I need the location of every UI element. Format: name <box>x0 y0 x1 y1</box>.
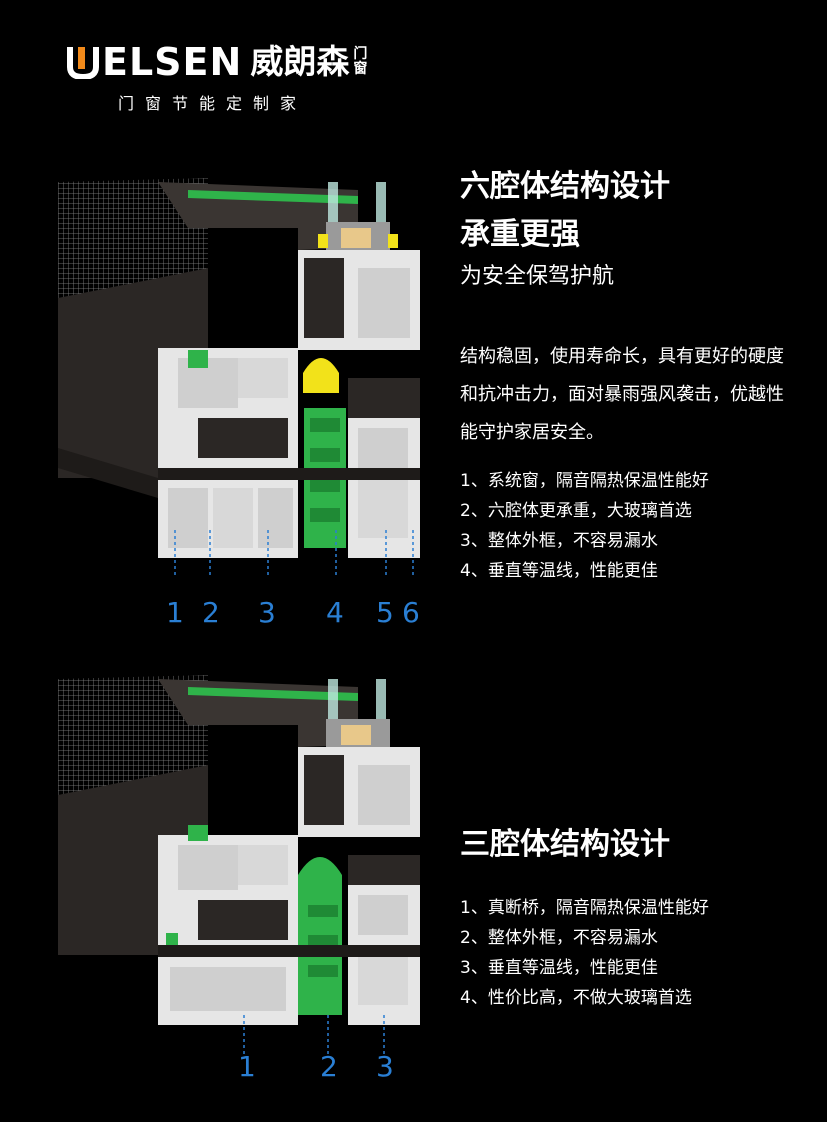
chamber-label-3: 3 <box>376 1050 394 1083</box>
chamber-label-1: 1 <box>238 1050 256 1083</box>
section1-title-line2: 承重更强 <box>460 217 580 252</box>
logo-chinese-small: 门 窗 <box>353 47 367 77</box>
logo-small-char-2: 窗 <box>353 61 368 77</box>
chamber-label-6: 6 <box>402 596 420 629</box>
section2-title: 三腔体结构设计 <box>460 827 670 862</box>
list-item: 1、真断桥，隔音隔热保温性能好 <box>460 898 709 918</box>
list-item: 3、整体外框，不容易漏水 <box>460 531 658 551</box>
brand-logo: ELSEN 威朗森 门 窗 <box>66 42 367 82</box>
section1-title-line1: 六腔体结构设计 <box>460 169 670 204</box>
logo-wordmark: ELSEN <box>102 40 243 84</box>
chamber-label-2: 2 <box>202 596 220 629</box>
list-item: 4、性价比高，不做大玻璃首选 <box>460 988 692 1008</box>
list-item: 3、垂直等温线，性能更佳 <box>460 958 658 978</box>
chamber-label-2: 2 <box>320 1050 338 1083</box>
section2-feature-list: 1、真断桥，隔音隔热保温性能好 2、整体外框，不容易漏水 3、垂直等温线，性能更… <box>460 893 709 1013</box>
logo-small-char-1: 门 <box>353 46 368 62</box>
list-item: 4、垂直等温线，性能更佳 <box>460 561 658 581</box>
section1-subtitle: 为安全保驾护航 <box>460 264 615 289</box>
brand-slogan: 门窗节能定制家 <box>118 94 308 113</box>
list-item: 2、整体外框，不容易漏水 <box>460 928 658 948</box>
section1-feature-list: 1、系统窗，隔音隔热保温性能好 2、六腔体更承重，大玻璃首选 3、整体外框，不容… <box>460 466 709 586</box>
chamber-label-5: 5 <box>376 596 394 629</box>
six-chamber-profile-illustration <box>58 178 420 578</box>
logo-u-mark-icon <box>66 45 100 81</box>
section1-paragraph: 结构稳固，使用寿命长，具有更好的硬度和抗冲击力，面对暴雨强风袭击，优越性能守护家… <box>460 346 784 443</box>
logo-chinese-name: 威朗森 <box>250 42 350 81</box>
chamber-label-3: 3 <box>258 596 276 629</box>
list-item: 2、六腔体更承重，大玻璃首选 <box>460 501 692 521</box>
chamber-label-1: 1 <box>166 596 184 629</box>
three-chamber-profile-illustration <box>58 675 420 1055</box>
list-item: 1、系统窗，隔音隔热保温性能好 <box>460 471 709 491</box>
chamber-label-4: 4 <box>326 596 344 629</box>
